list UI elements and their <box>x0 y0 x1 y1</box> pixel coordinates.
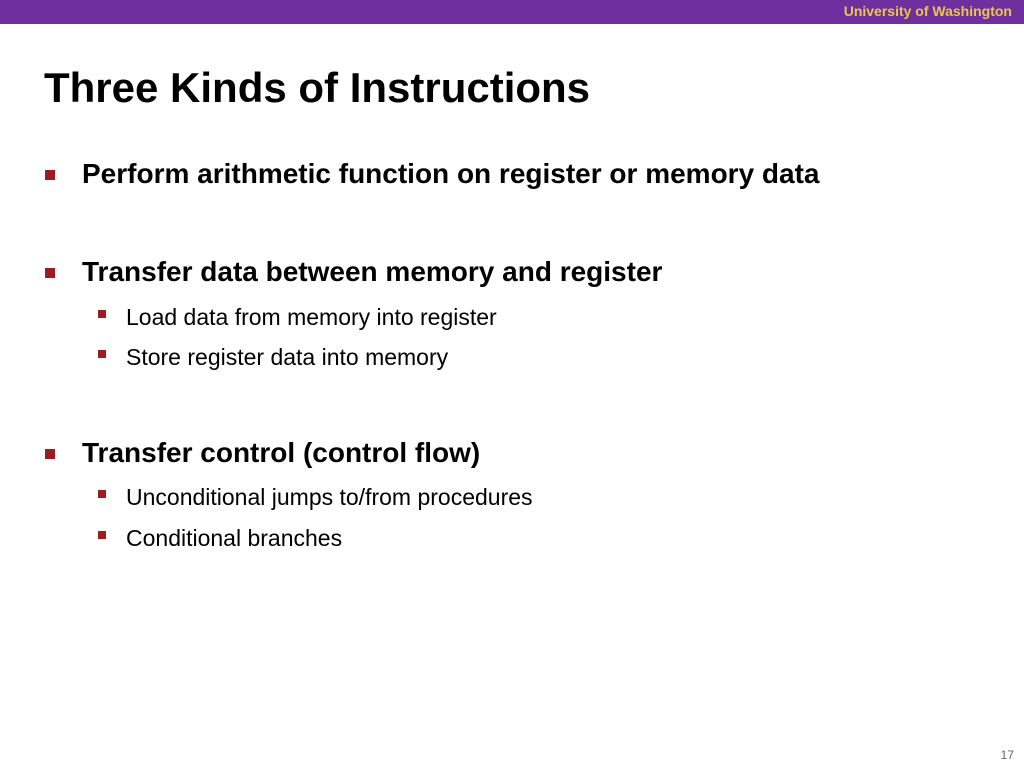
subbullet-text: Unconditional jumps to/from procedures <box>126 484 533 510</box>
subbullet-square-icon <box>98 531 106 539</box>
subbullet-square-icon <box>98 350 106 358</box>
bullet-text: Transfer data between memory and registe… <box>82 256 663 287</box>
bullet-square-icon <box>45 268 55 278</box>
subbullet-text: Load data from memory into register <box>126 304 497 330</box>
bullet-text: Transfer control (control flow) <box>82 437 481 468</box>
page-number: 17 <box>1000 748 1014 762</box>
institution-name: University of Washington <box>843 3 1012 19</box>
subbullet-text: Store register data into memory <box>126 344 449 370</box>
subbullet-square-icon <box>98 490 106 498</box>
bullet-square-icon <box>45 170 55 180</box>
subbullet-text: Conditional branches <box>126 525 343 551</box>
slide-title: Three Kinds of Instructions <box>44 64 591 111</box>
bullet-square-icon <box>45 449 55 459</box>
header-bar <box>0 0 1024 24</box>
bullet-text: Perform arithmetic function on register … <box>82 158 820 189</box>
subbullet-square-icon <box>98 310 106 318</box>
